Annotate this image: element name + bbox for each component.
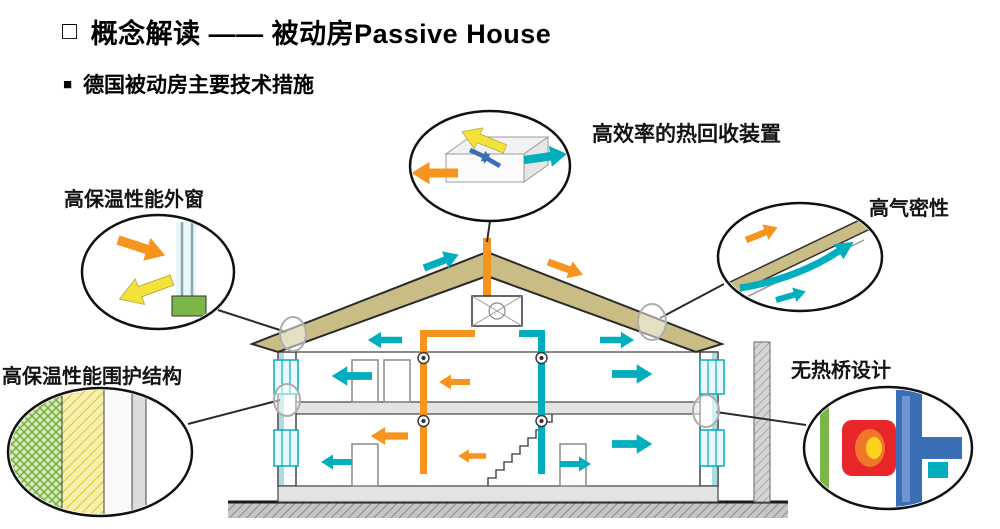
room-air-arrow-icon <box>612 434 653 454</box>
ground-hatch <box>228 500 788 518</box>
callout-airtightness <box>716 201 884 313</box>
page-title-text: 概念解读 —— 被动房Passive House <box>90 19 552 49</box>
callout-label-heat-recovery: 高效率的热回收装置 <box>592 123 781 146</box>
left-wall-insulation <box>279 353 284 485</box>
ventilation-system <box>417 238 548 474</box>
subtitle-square-bullet-icon: ■ <box>63 75 73 93</box>
ceiling-fan-valves <box>417 351 548 428</box>
extract-duct-vertical <box>538 330 545 474</box>
attic-air-arrow-icon <box>600 331 635 349</box>
interior-doors <box>351 359 587 487</box>
supply-air-arrow-icon <box>439 374 470 390</box>
heat-recovery-unit <box>471 295 523 327</box>
wall-windows <box>273 359 725 467</box>
wall-layer-white <box>104 390 132 514</box>
page-subtitle: ■ 德国被动房主要技术措施 <box>63 69 314 99</box>
detail-location-markers <box>273 303 720 428</box>
extract-duct-horizontal <box>519 330 545 337</box>
attic-air-arrow-icon <box>367 331 402 349</box>
page-subtitle-text: 德国被动房主要技术措施 <box>83 74 315 97</box>
wall-layer-grey <box>132 390 146 514</box>
supply-duct-horizontal <box>423 330 475 337</box>
callout-label-airtightness: 高气密性 <box>869 198 949 220</box>
callout-insulated-windows <box>80 213 236 331</box>
supply-duct-vertical <box>420 330 427 474</box>
callout-no-thermal-bridge <box>802 385 974 511</box>
cool-zone-icon <box>928 462 948 478</box>
room-air-arrow-icon <box>612 364 653 384</box>
title-square-bullet-icon: □ <box>62 17 78 45</box>
cold-frame-highlight <box>902 396 910 502</box>
callout-connectors <box>187 220 807 426</box>
thermal-core-icon <box>866 437 882 459</box>
supply-air-arrow-icon <box>370 427 408 445</box>
ground-slab <box>277 485 719 503</box>
callout-label-insulated-windows: 高保温性能外窗 <box>64 189 204 211</box>
callout-insulated-envelope <box>6 386 194 518</box>
callout-label-insulated-envelope: 高保温性能围护结构 <box>2 366 182 388</box>
window-frame-icon <box>171 295 207 317</box>
air-seal-arrowhead-icon <box>833 241 854 260</box>
insulation-layer-yellow <box>62 390 104 514</box>
air-seal-arrow-icon <box>739 243 849 292</box>
callout-heat-recovery <box>408 109 572 223</box>
supply-air-arrow-icon <box>458 449 486 463</box>
callout-label-no-thermal-bridge: 无热桥设计 <box>791 360 891 382</box>
facade-layer-green <box>820 392 829 507</box>
floor-slab <box>295 401 701 415</box>
roof-duct <box>483 238 491 298</box>
exterior-wall-detail <box>753 341 771 503</box>
page-title: □ 概念解读 —— 被动房Passive House <box>62 12 551 51</box>
room-air-arrow-icon <box>321 454 352 470</box>
